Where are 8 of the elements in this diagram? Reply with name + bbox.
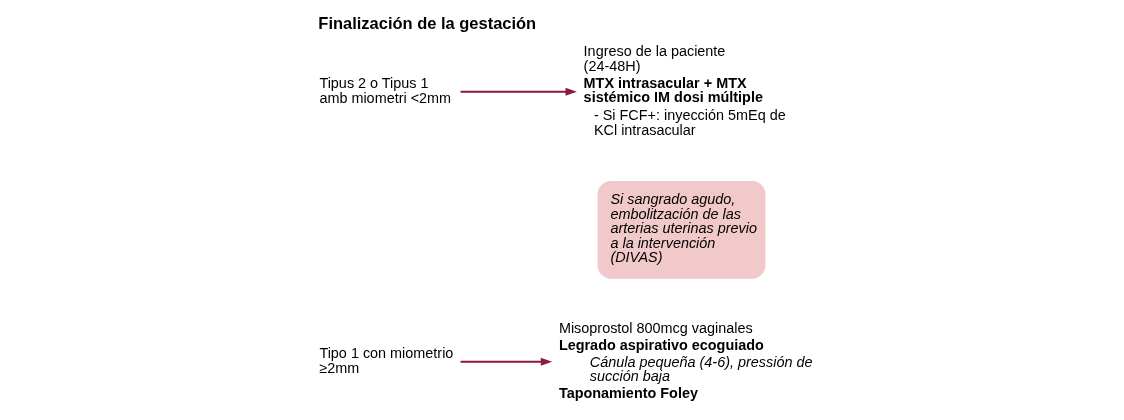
node-box: Si sangrado agudo, embolitzación de las arterias uterinas previo a la intervención (DIVAS) — [597, 180, 766, 279]
arrow — [460, 357, 553, 366]
diagram-title: Finalización de la gestación — [318, 13, 537, 32]
node-text: Tipo 1 con miometrio ≥2mm — [319, 344, 454, 377]
node-text: Misoprostol 800mcg vaginales Legrado aspirativo ecoguiado Cánula pequeña (4-6), pressión de succión baja Taponamiento Foley — [558, 320, 813, 401]
node-text: Ingreso de la paciente (24-48H) MTX intrasacular + MTX sistémico IM dosi múltiple - Si FCF+: inyección 5mEq de KCl intrasacular — [583, 42, 786, 139]
node-text: Tipus 2 o Tipus 1 amb miometri <2mm — [319, 74, 452, 107]
arrow — [460, 87, 577, 96]
